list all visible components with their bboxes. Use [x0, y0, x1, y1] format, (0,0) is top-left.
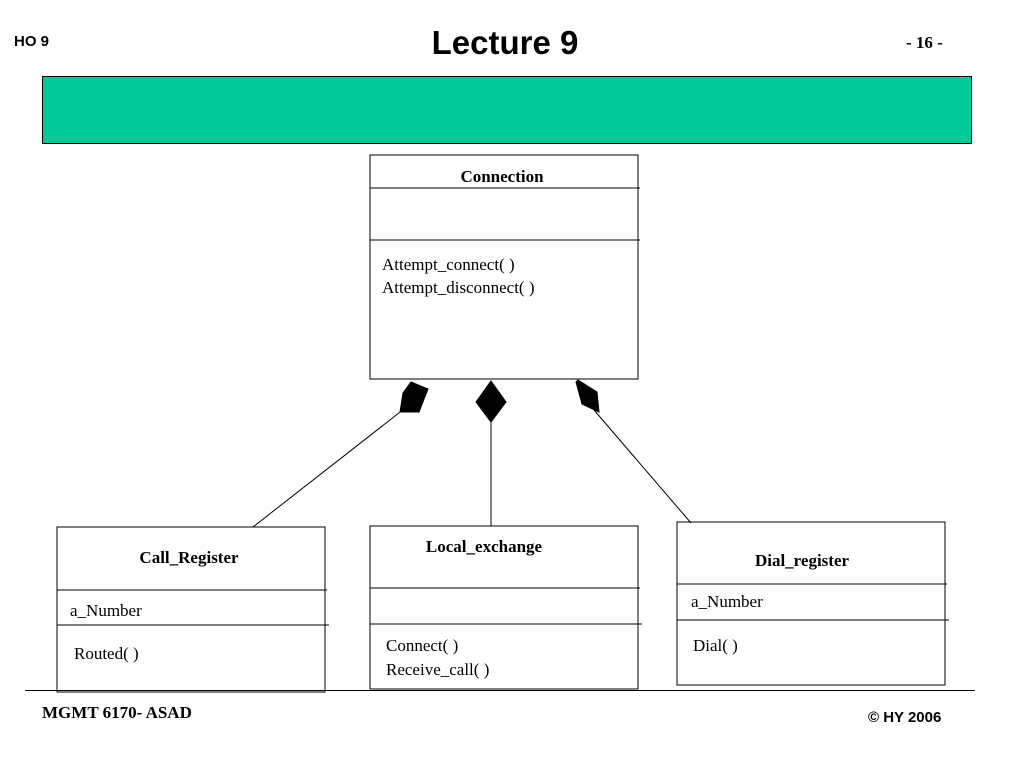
class-local-exchange [369, 525, 642, 690]
composition-diamond-local-exchange [475, 380, 507, 423]
class-local-exchange-box [369, 525, 639, 690]
class-local-exchange-operation: Receive_call( ) [386, 660, 489, 679]
class-connection-box [369, 154, 639, 380]
composition-diamond-dial-register [575, 379, 600, 413]
class-local-exchange-operation: Connect( ) [386, 636, 458, 655]
class-dial-register-box [676, 521, 946, 686]
title-banner [42, 76, 972, 144]
composition-line-dial-register [593, 409, 692, 524]
page-number: - 16 - [906, 33, 943, 52]
class-call-register-operation: Routed( ) [74, 644, 139, 663]
composition-diamond-call-register [399, 381, 429, 413]
footer-divider [25, 690, 975, 691]
course-code: MGMT 6170- ASAD [42, 703, 192, 722]
slide-title: Lecture 9 [431, 24, 579, 61]
handout-label: HO 9 [14, 33, 50, 50]
class-dial-register-attribute: a_Number [691, 592, 763, 611]
class-call-register-name: Call_Register [139, 548, 239, 567]
class-local-exchange-name: Local_exchange [426, 537, 543, 556]
class-connection-operation: Attempt_connect( ) [382, 255, 515, 274]
class-call-register-attribute: a_Number [70, 601, 142, 620]
class-dial-register [676, 521, 949, 686]
class-call-register [56, 526, 329, 693]
class-connection-operation: Attempt_disconnect( ) [382, 278, 535, 297]
class-dial-register-operation: Dial( ) [693, 636, 738, 655]
class-connection [369, 154, 640, 380]
class-connection-name: Connection [460, 167, 544, 186]
class-call-register-box [56, 526, 326, 693]
class-dial-register-name: Dial_register [755, 551, 850, 570]
copyright: © HY 2006 [868, 709, 942, 726]
composition-line-call-register [252, 408, 405, 528]
